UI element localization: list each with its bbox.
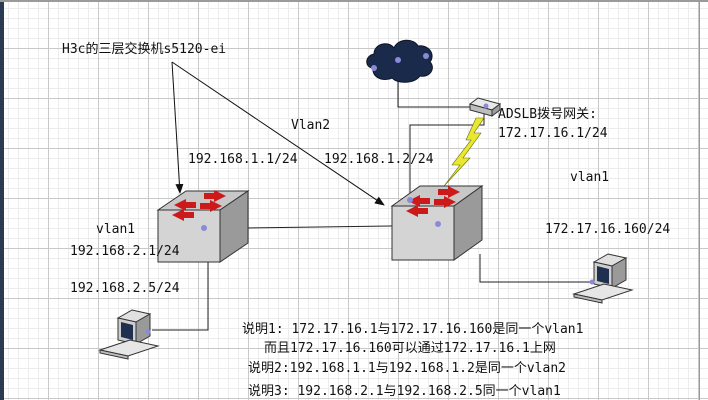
link-left-switch-to-pc: [152, 254, 209, 331]
window-right-edge: [699, 0, 700, 400]
window-left-edge: [0, 0, 4, 400]
cloud-icon: [366, 39, 433, 83]
note-2: 说明2:192.168.1.1与192.168.1.2是同一个vlan2: [248, 361, 566, 376]
vlan2-label: Vlan2: [291, 118, 331, 133]
switch-model-label: H3c的三层交换机s5120-ei: [62, 42, 227, 57]
right-pc-ip: 172.17.16.160/24: [545, 222, 671, 237]
link-switch-left-to-right: [245, 225, 393, 229]
left-pc-ip: 192.168.2.5/24: [70, 281, 180, 296]
note-1-line-1: 说明1: 172.17.16.1与172.17.16.160是同一个vlan1: [242, 322, 584, 337]
note-3: 说明3: 192.168.2.1与192.168.2.5同一个vlan1: [248, 384, 561, 399]
adsl-gateway-label: ADSLB拨号网关:: [498, 107, 597, 122]
vlan1-right-label: vlan1: [570, 170, 610, 185]
link-right-switch-to-pc: [479, 254, 590, 283]
left-switch-vlan1-ip: 192.168.2.1/24: [70, 244, 180, 259]
adsl-gateway-ip: 172.17.16.1/24: [498, 126, 608, 141]
pointer-arrow-right: [171, 61, 385, 206]
link-cloud-to-modem: [397, 80, 472, 108]
window-top-edge: [0, 0, 708, 2]
modem-icon: [468, 97, 502, 117]
right-switch-vlan2-ip: 192.168.1.2/24: [324, 152, 434, 167]
note-1-line-2: 而且172.17.16.160可以通过172.17.16.1上网: [264, 341, 556, 356]
pc-icon: [98, 309, 160, 360]
vlan1-left-label: vlan1: [96, 222, 136, 237]
switch-icon: [156, 190, 250, 263]
pc-icon: [572, 253, 634, 304]
pointer-arrow-left: [171, 61, 184, 194]
left-switch-vlan2-ip: 192.168.1.1/24: [188, 152, 298, 167]
lightning-icon: [443, 117, 485, 187]
switch-icon: [390, 185, 484, 261]
